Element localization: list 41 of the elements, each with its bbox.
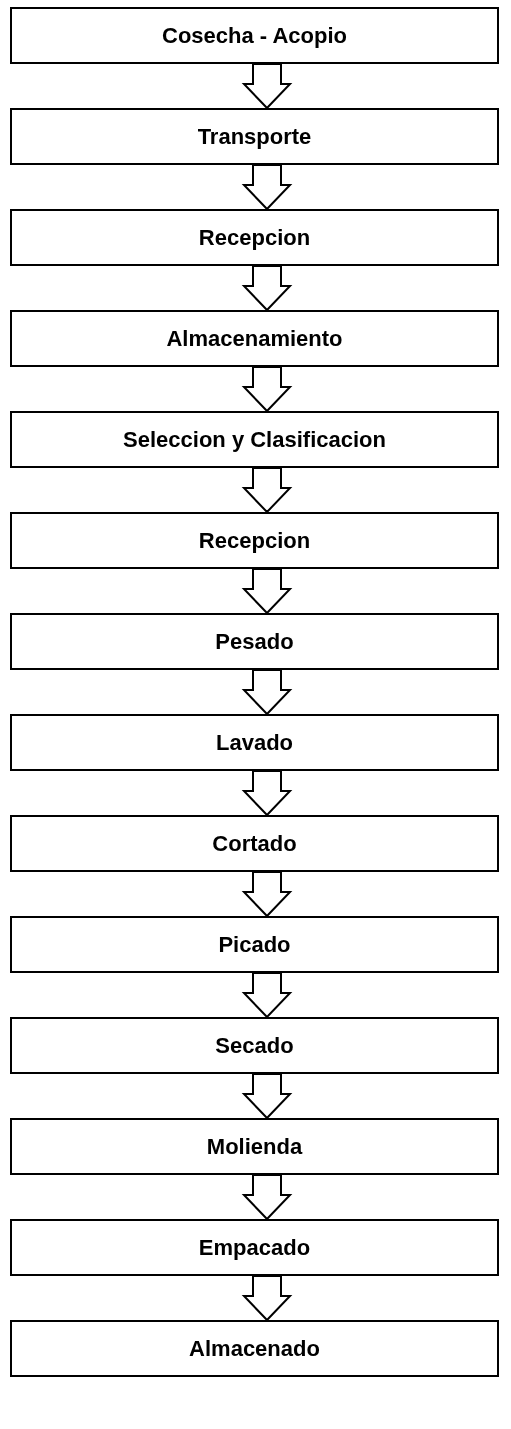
block-arrow (241, 164, 293, 211)
step-label: Molienda (206, 1132, 303, 1161)
process-box (10, 815, 499, 872)
process-box (10, 1017, 499, 1074)
step-label: Cortado (212, 829, 297, 858)
block-arrow (241, 1275, 293, 1322)
process-box (10, 310, 499, 367)
step-label: Recepcion (198, 526, 311, 555)
step-label: Almacenado (189, 1334, 320, 1363)
block-arrow (241, 265, 293, 312)
process-box (10, 512, 499, 569)
step-label: Recepcion (198, 223, 311, 252)
process-box (10, 1118, 499, 1175)
step-label: Cosecha - Acopio (162, 21, 347, 50)
process-box (10, 411, 499, 468)
step-label: Almacenamiento (166, 324, 343, 353)
block-arrow (241, 366, 293, 413)
process-box (10, 916, 499, 973)
step-label: Picado (218, 930, 291, 959)
block-arrow (241, 63, 293, 110)
block-arrow (241, 669, 293, 716)
process-box (10, 714, 499, 771)
block-arrow (241, 871, 293, 918)
block-arrow (241, 770, 293, 817)
step-label: Seleccion y Clasificacion (123, 425, 386, 454)
step-label: Empacado (198, 1233, 311, 1262)
step-label: Pesado (215, 627, 294, 656)
block-arrow (241, 972, 293, 1019)
process-box (10, 613, 499, 670)
step-label: Lavado (216, 728, 293, 757)
step-label: Transporte (197, 122, 312, 151)
block-arrow (241, 467, 293, 514)
step-label: Secado (215, 1031, 294, 1060)
process-box (10, 7, 499, 64)
block-arrow (241, 568, 293, 615)
block-arrow (241, 1073, 293, 1120)
process-box (10, 108, 499, 165)
process-box (10, 209, 499, 266)
process-box (10, 1320, 499, 1377)
process-box (10, 1219, 499, 1276)
block-arrow (241, 1174, 293, 1221)
